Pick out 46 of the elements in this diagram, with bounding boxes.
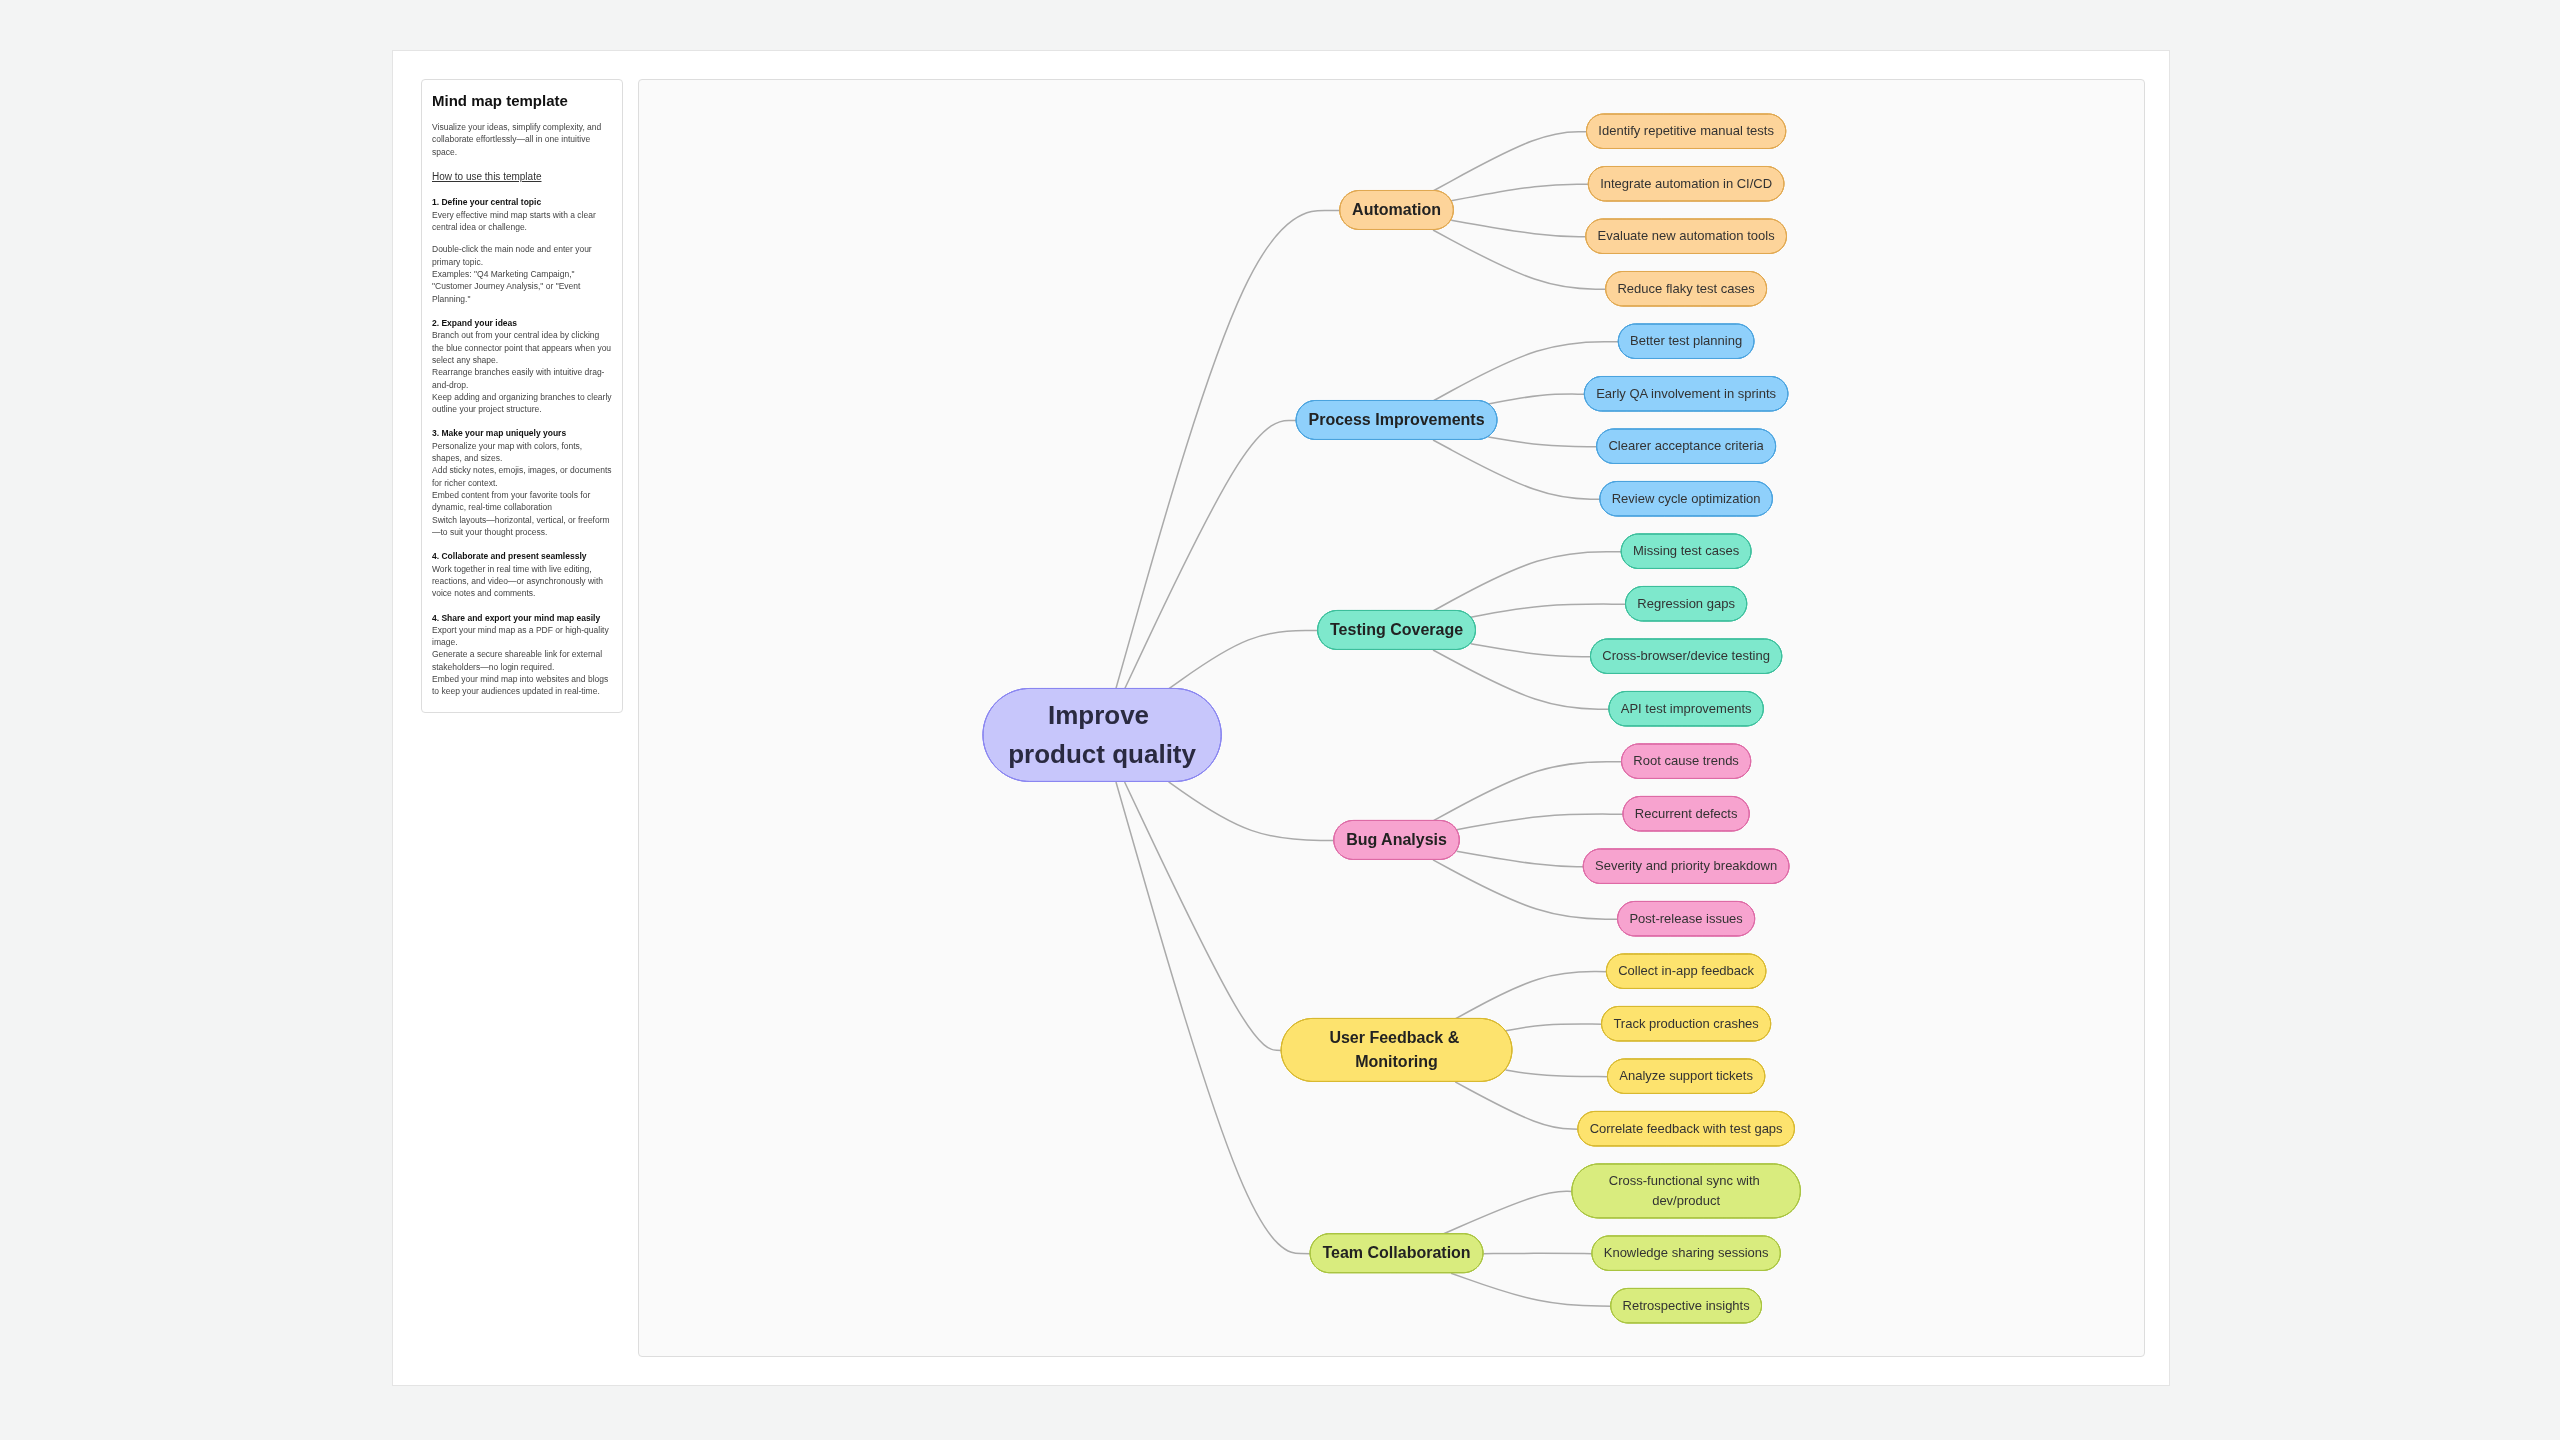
connector (1482, 1252, 1593, 1254)
instruction-text: Switch layouts—horizontal, vertical, or freeform—to suit your thought process. (432, 513, 611, 539)
connector (1504, 1068, 1609, 1077)
connector (1454, 1080, 1579, 1130)
connector (1487, 435, 1598, 447)
connector (1432, 130, 1588, 192)
instruction-text: Embed content from your favorite tools for dynamic, real-time collaboration (432, 489, 592, 514)
connector (1167, 629, 1319, 690)
connector (1432, 858, 1619, 920)
step-heading: 1. Define your central topic (432, 196, 543, 209)
instruction-text: Visualize your ideas, simplify complexity, and collaborate effortlessly—all in one intuitive space. (432, 121, 603, 158)
connector (1432, 438, 1601, 500)
connector (1504, 1022, 1603, 1032)
instruction-text: Work together in real time with live editing, reactions, and video—or asynchronously with voice notes and comments. (432, 562, 605, 600)
connector (1123, 419, 1298, 690)
step-heading: 2. Expand your ideas (432, 316, 519, 330)
panel-title: Mind map template (432, 92, 569, 109)
connector (1115, 780, 1312, 1254)
instruction-text: Keep adding and organizing branches to clearly outline your project structure. (432, 390, 612, 416)
connector (1432, 550, 1623, 612)
connector (1432, 228, 1607, 290)
connector (1469, 642, 1592, 657)
connector (1432, 648, 1610, 710)
connector (1167, 780, 1335, 841)
connector (1487, 392, 1586, 405)
connector (1450, 182, 1590, 201)
connector (1432, 340, 1620, 402)
instruction-text: Export your mind map as a PDF or high-quality image. (432, 623, 610, 649)
connector (1114, 209, 1341, 690)
connector (1450, 219, 1587, 237)
step-heading: 4. Collaborate and present seamlessly (432, 550, 588, 563)
connector (1455, 850, 1585, 867)
connector (1123, 780, 1283, 1051)
instruction-text: Branch out from your central idea by clicking the blue connector point that appears when you select any shape. (432, 329, 612, 367)
instruction-text: Rearrange branches easily with intuitive drag-and-drop. (432, 366, 606, 391)
instruction-text: Personalize your map with colors, fonts, shapes, and sizes. (432, 439, 584, 465)
instruction-text: Examples: "Q4 Marketing Campaign," "Customer Journey Analysis," or "Event Planning." (432, 268, 582, 305)
instruction-text: Add sticky notes, emojis, images, or documents for richer context. (432, 464, 612, 489)
template-link: How to use this template (432, 169, 543, 184)
instruction-text: Every effective mind map starts with a clear central idea or challenge. (432, 208, 597, 234)
instruction-text: Generate a secure shareable link for external stakeholders—no login required. (432, 648, 604, 674)
instruction-text: Embed your mind map into websites and blogs to keep your audiences updated in real-time. (432, 673, 610, 698)
instruction-text: Double-click the main node and enter your primary topic. (432, 243, 593, 268)
step-heading: 3. Make your map uniquely yours (432, 427, 568, 440)
connector (1450, 1271, 1612, 1307)
step-heading: 4. Share and export your mind map easily (432, 611, 602, 624)
